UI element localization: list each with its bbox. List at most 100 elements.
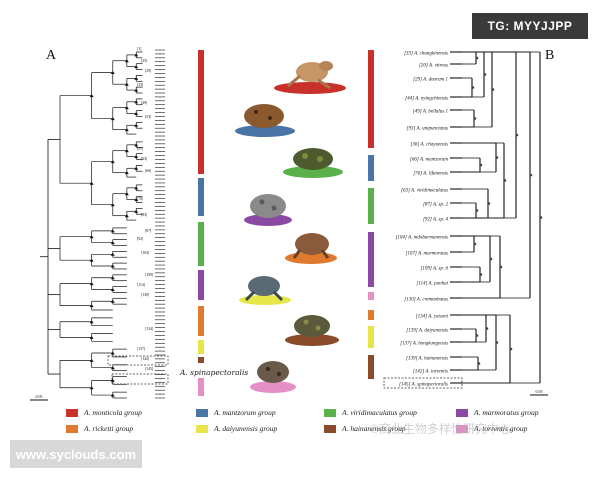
tip-label-b: [66] A. mantzorum [410, 158, 448, 163]
legend-swatch [456, 424, 468, 433]
node-label-a: [29] [145, 69, 151, 73]
legend-label: A. hainanensis group [342, 424, 406, 433]
node-label-a: [130] [141, 293, 149, 297]
bar-ricketti-right [368, 310, 374, 320]
frog-illustration-hainanensis [285, 315, 339, 346]
tip-label-b: [142] A. torrentis [413, 370, 448, 375]
legend-swatch [66, 424, 78, 433]
node-support-b [475, 209, 479, 212]
node-support-b [539, 216, 543, 219]
node-support-b [479, 273, 483, 276]
node-label-a: [145] [145, 367, 153, 371]
node-support-b [475, 56, 479, 60]
node-label-a: [33] [137, 83, 143, 87]
bar-viridimaculatus-right [368, 188, 374, 224]
frog-illustration-daiyunensis [239, 276, 291, 305]
bar-marmoratus-left [198, 270, 204, 300]
node-label-a: [109] [145, 273, 153, 277]
tip-label-b: [134] A. yatseni [416, 315, 449, 320]
tip-label-b: [20] A. vitreus [419, 64, 448, 69]
node-label-a: [137] [137, 347, 145, 351]
legend-swatch [66, 408, 78, 417]
node-support-b [473, 117, 477, 120]
bar-monticola-right [368, 50, 374, 148]
legend-swatch [196, 424, 208, 433]
node-label-a: [57] [137, 147, 143, 151]
legend-label: A. daiyunensis group [214, 424, 278, 433]
node-label-a: [49] [141, 101, 147, 105]
node-support-b [529, 173, 533, 177]
node-label-a: [63] [141, 157, 147, 161]
bar-hainanensis-right [368, 355, 374, 379]
tip-label-b: [145] A. spinapectoralis [399, 383, 448, 388]
node-label-a: [104] [141, 251, 149, 255]
node-support-b [503, 179, 507, 182]
highlight-box-a [107, 355, 169, 366]
tip-label-b: [114] A. panhai [416, 282, 448, 287]
frog-illustration-monticola [274, 61, 346, 94]
bar-ricketti-left [198, 306, 204, 336]
bar-torrentis-left [198, 378, 204, 396]
node-label-a: [87] [145, 229, 151, 233]
chinese-watermark: ©商业生物多样性研究中心 [370, 422, 511, 436]
node-label-a: [142] [141, 357, 149, 361]
node-support-b [483, 73, 487, 76]
legend-item: A. viridimaculatus group [324, 408, 417, 417]
node-support-b [491, 88, 495, 91]
node-label-a: [53] [145, 115, 151, 119]
node-support-b [495, 156, 499, 159]
tip-label-b: [36] A. chayuensis [410, 143, 448, 148]
node-support-b [477, 362, 481, 365]
frog-illustration-viridimaculatus [283, 148, 343, 178]
bar-mantzorum-right [368, 155, 374, 181]
tip-label-b: [109] A. sp. 6 [420, 267, 448, 272]
tip-label-b: [130] A. cremnobatus [404, 298, 448, 303]
node-label-a: [92] [137, 237, 143, 241]
node-label-a: [114] [137, 283, 145, 287]
legend-item: A. torrentis group [456, 424, 527, 433]
legend-item: A. daiyunensis group [196, 424, 277, 433]
legend-label: A. mantzorum group [214, 408, 276, 417]
legend-label: A. ricketti group [84, 424, 134, 433]
center-species-label: A. spinapectoralis [180, 368, 249, 377]
legend-swatch [324, 424, 336, 433]
node-support-b [509, 347, 513, 351]
node-support-b [471, 86, 475, 89]
panel-label-a: A [46, 48, 57, 63]
tip-label-b: [29] A. daorum 1 [413, 78, 448, 83]
legend-label: A. torrentis group [474, 424, 528, 433]
bar-daiyunensis-left [198, 340, 204, 354]
panel-label-b: B [545, 48, 555, 63]
tip-label-b: [139] A. daiyunensis [406, 329, 448, 334]
frog-illustration-torrentis [250, 361, 296, 393]
node-label-a: [134] [145, 327, 153, 331]
node-support-b [475, 334, 479, 337]
scale-label-a: 0.05 [36, 394, 43, 399]
tip-label-b: [92] A. sp. 4 [423, 218, 449, 223]
node-support-b [479, 163, 483, 167]
legend-label: A. viridimaculatus group [342, 408, 417, 417]
site-banner: www.syclouds.com [10, 440, 142, 468]
legend-item: A. marmoratus group [456, 408, 539, 417]
group-legend: A. monticola group A. mantzorum group A.… [66, 408, 566, 440]
watermark-tag: TG: MYYJJPP [472, 13, 588, 39]
tip-label-b: [63] A. viridimaculatus [401, 189, 448, 194]
bar-torrentis-right [368, 292, 374, 300]
bar-viridimaculatus-left [198, 222, 204, 266]
frog-illustration-marmoratus [244, 194, 292, 226]
frog-illustration-ricketti [285, 233, 337, 264]
node-label-a: [76] [137, 197, 143, 201]
node-label-a: [25] [141, 59, 147, 63]
node-support-b [487, 202, 491, 205]
node-support-b [489, 257, 493, 261]
node-label-a: [83] [141, 213, 147, 217]
node-label-a: [1] [137, 47, 141, 51]
node-label-a: [66] [145, 169, 151, 173]
tip-label-b: [76] A. lifanensis [413, 172, 448, 177]
legend-item: A. hainanensis group [324, 424, 406, 433]
legend-swatch [196, 408, 208, 417]
